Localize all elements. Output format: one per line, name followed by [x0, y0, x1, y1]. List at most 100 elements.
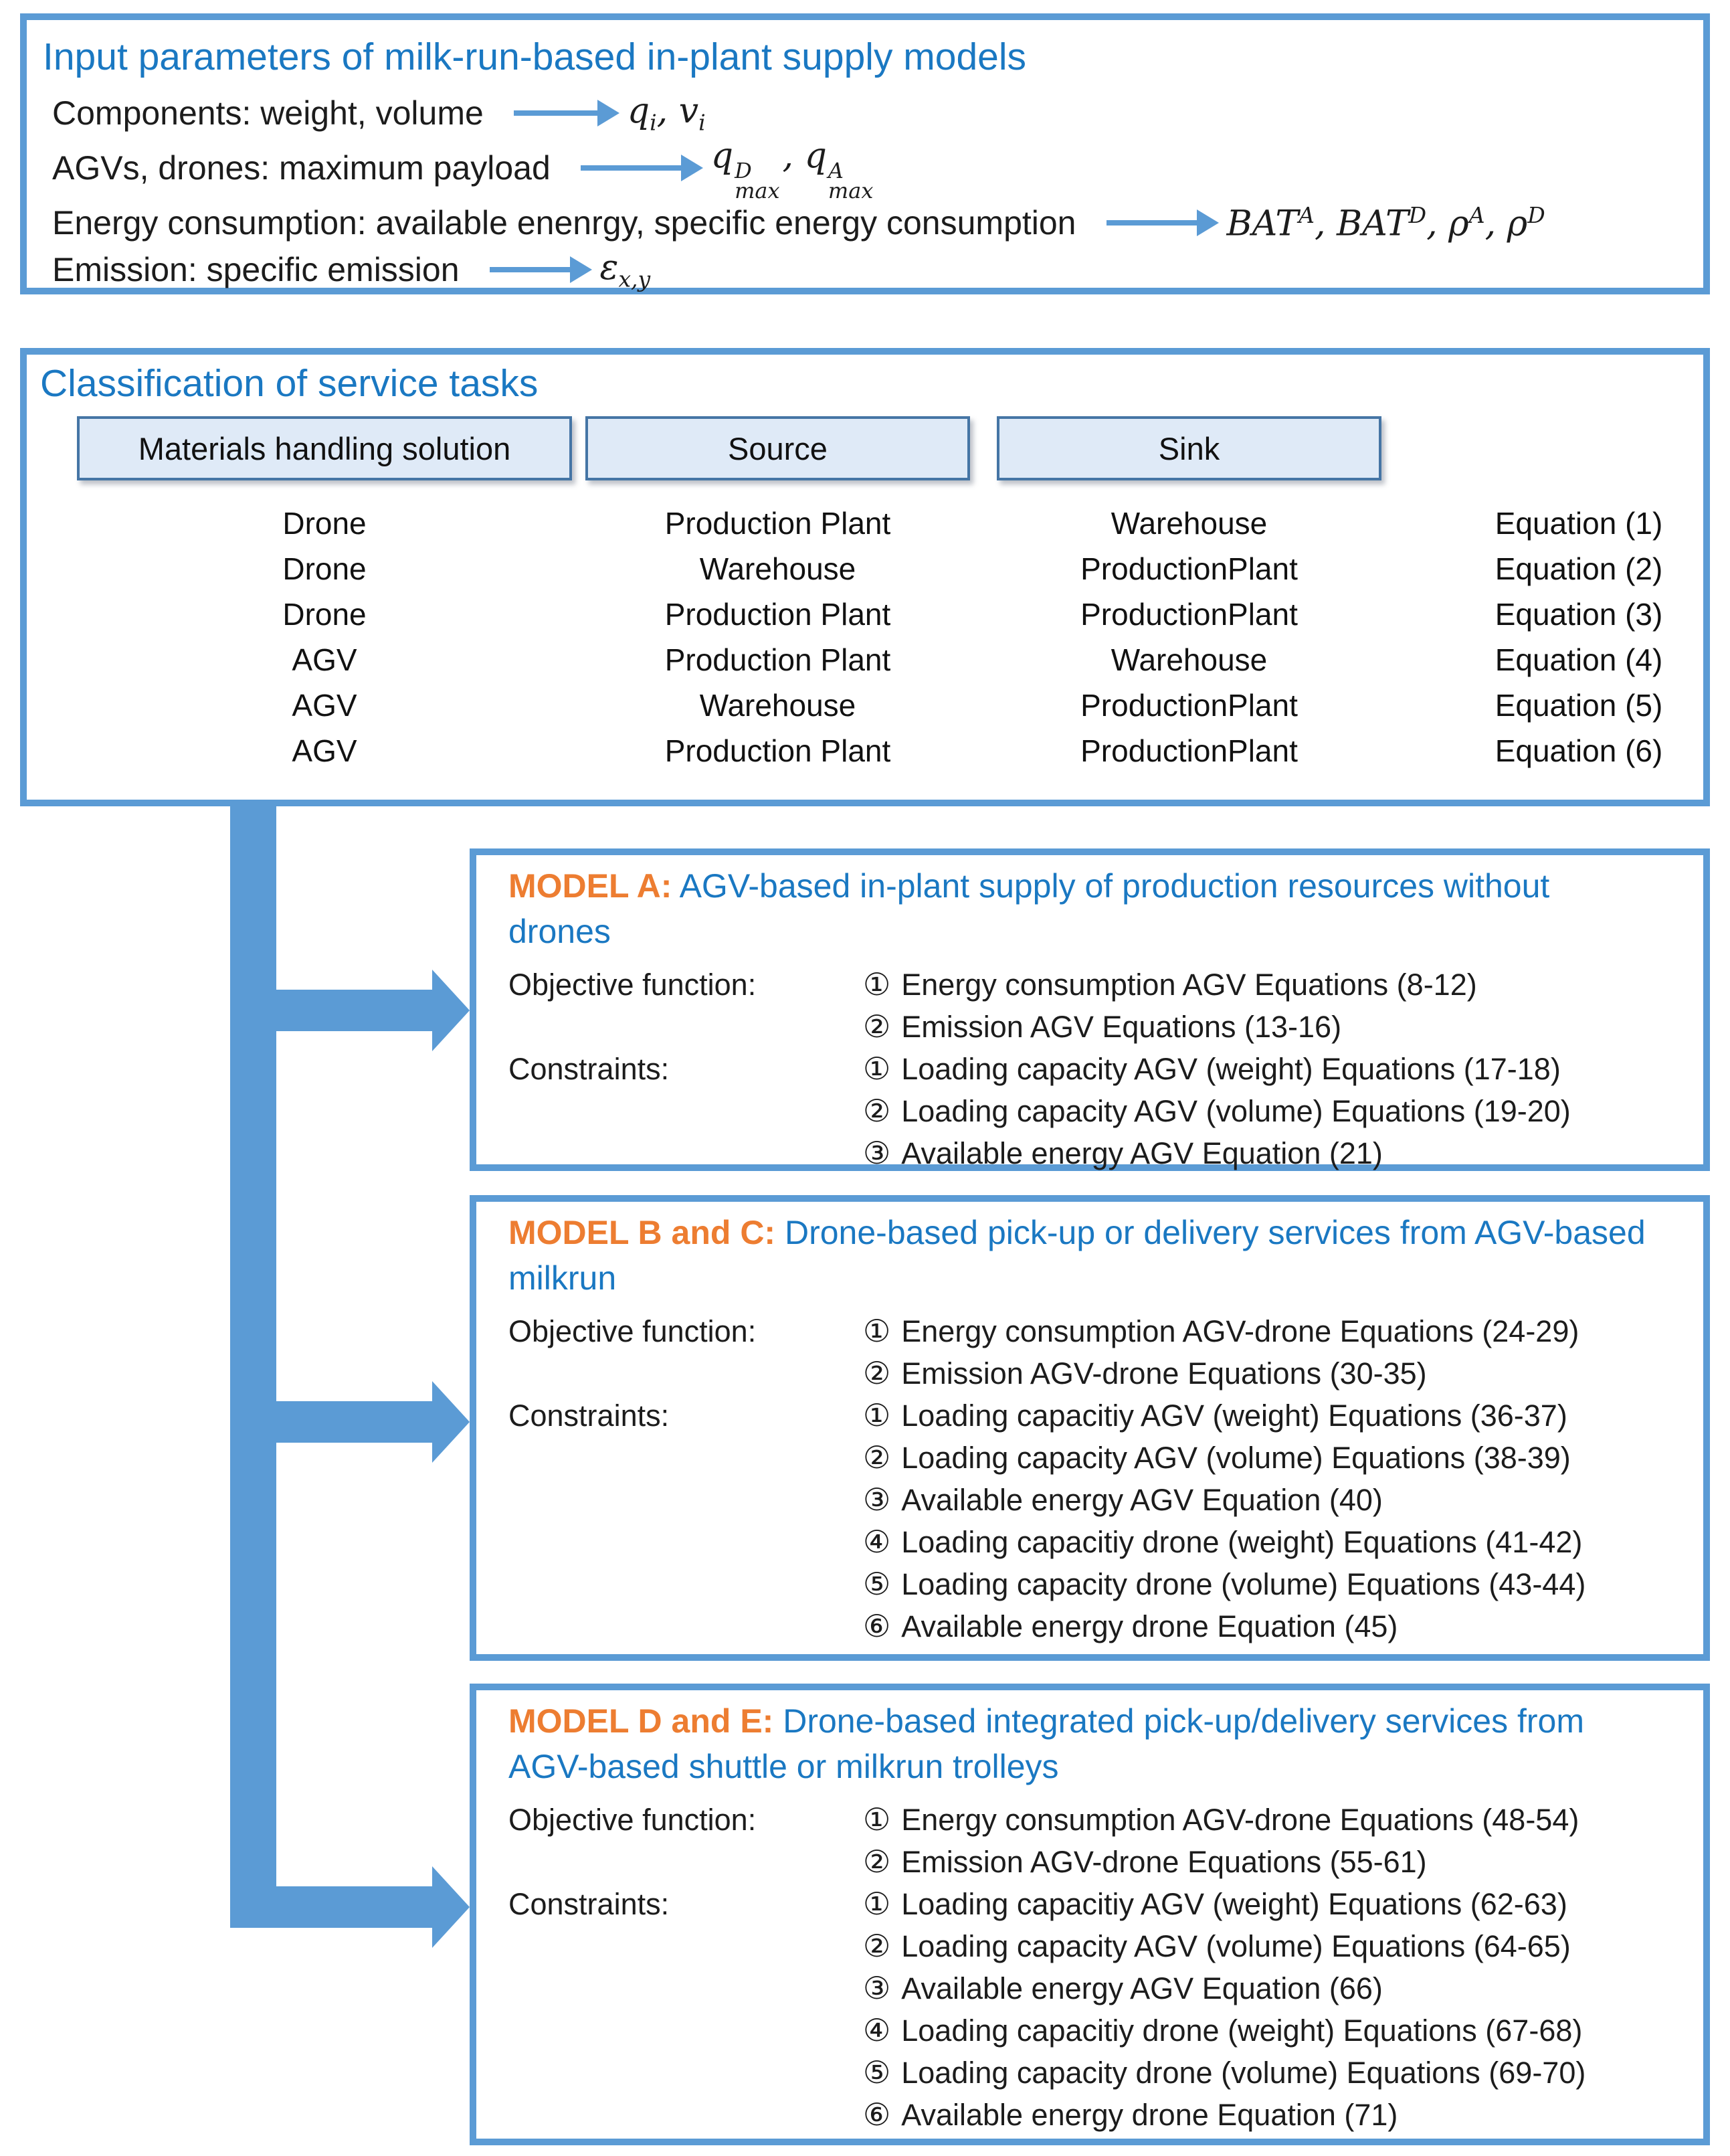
branch-arrow-model-bc-icon [276, 1401, 432, 1443]
cell-solution: AGV [292, 642, 357, 677]
cell-sink: ProductionPlant [1080, 733, 1298, 768]
circled-2-icon: ② [863, 1093, 891, 1129]
constraint-row: ⑥ Available energy drone Equation (71) [508, 2094, 1683, 2136]
circled-6-icon: ⑥ [863, 1608, 891, 1644]
objective-label: Objective function: [508, 968, 757, 1002]
objective-row: ② Emission AGV-drone Equations (30-35) [508, 1352, 1683, 1395]
cell-source: Production Plant [664, 597, 891, 632]
objective-row: ② Emission AGV-drone Equations (55-61) [508, 1841, 1683, 1883]
service-task-table: Drone Production Plant Warehouse Equatio… [77, 501, 1713, 774]
constraint-row: Constraints: ① Loading capacitiy AGV (we… [508, 1883, 1683, 1925]
cell-equation: Equation (1) [1495, 506, 1663, 541]
cell-solution: AGV [292, 733, 357, 768]
constraint-row: ⑤ Loading capacity drone (volume) Equati… [508, 2052, 1683, 2094]
model-a-description: AGV-based in-plant supply of production … [508, 867, 1550, 950]
column-header-materials-handling-solution: Materials handling solution [77, 416, 572, 480]
circled-1-icon: ① [863, 966, 891, 1002]
cell-equation: Equation (5) [1495, 688, 1663, 723]
cell-sink: ProductionPlant [1080, 688, 1298, 723]
row-label: AGVs, drones: maximum payload [52, 149, 551, 187]
circled-1-icon: ① [863, 1313, 891, 1349]
model-de-box: MODEL D and E: Drone-based integrated pi… [470, 1684, 1710, 2145]
model-de-title: MODEL D and E: Drone-based integrated pi… [508, 1698, 1646, 1789]
cell-source: Production Plant [664, 733, 891, 768]
cell-source: Warehouse [699, 551, 856, 586]
constraints-label: Constraints: [508, 1887, 670, 1921]
components-formula: qi, vi [627, 90, 706, 136]
cell-solution: Drone [282, 551, 367, 586]
circled-3-icon: ③ [863, 1481, 891, 1518]
model-a-box: MODEL A: AGV-based in-plant supply of pr… [470, 848, 1710, 1171]
model-de-description: Drone-based integrated pick-up/delivery … [508, 1702, 1584, 1785]
circled-2-icon: ② [863, 1844, 891, 1880]
connector-trunk [230, 802, 276, 1928]
constraint-row: ⑤ Loading capacity drone (volume) Equati… [508, 1563, 1683, 1605]
circled-5-icon: ⑤ [863, 2054, 891, 2090]
constraint-row: ④ Loading capacitiy drone (weight) Equat… [508, 1521, 1683, 1563]
circled-6-icon: ⑥ [863, 2096, 891, 2133]
flow-arrow-icon [513, 110, 597, 116]
cell-solution: Drone [282, 597, 367, 632]
row-label: Energy consumption: available enenrgy, s… [52, 204, 1076, 242]
model-bc-box: MODEL B and C: Drone-based pick-up or de… [470, 1195, 1710, 1661]
constraint-row: ② Loading capacity AGV (volume) Equation… [508, 1925, 1683, 1967]
objective-row: Objective function: ① Energy consumption… [508, 964, 1683, 1006]
constraint-row: Constraints: ① Loading capacity AGV (wei… [508, 1048, 1683, 1090]
circled-1-icon: ① [863, 1801, 891, 1837]
circled-4-icon: ④ [863, 2012, 891, 2048]
flow-arrow-icon [1106, 220, 1197, 226]
flow-arrow-icon [489, 267, 570, 272]
cell-sink: Warehouse [1111, 506, 1268, 541]
branch-arrow-model-de-icon [276, 1886, 432, 1928]
model-bc-description: Drone-based pick-up or delivery services… [508, 1214, 1646, 1297]
circled-2-icon: ② [863, 1439, 891, 1475]
cell-equation: Equation (3) [1495, 597, 1663, 632]
cell-sink: Warehouse [1111, 642, 1268, 677]
circled-1-icon: ① [863, 1397, 891, 1433]
circled-4-icon: ④ [863, 1524, 891, 1560]
flow-arrow-icon [580, 165, 681, 171]
input-parameters-title: Input parameters of milk-run-based in-pl… [43, 35, 1027, 78]
circled-3-icon: ③ [863, 1970, 891, 2006]
objective-label: Objective function: [508, 1314, 757, 1348]
row-label: Components: weight, volume [52, 94, 484, 132]
circled-5-icon: ⑤ [863, 1566, 891, 1602]
constraint-row: ② Loading capacity AGV (volume) Equation… [508, 1437, 1683, 1479]
objective-row: Objective function: ① Energy consumption… [508, 1799, 1683, 1841]
branch-arrow-model-a-icon [276, 990, 432, 1031]
row-label: Emission: specific emission [52, 251, 460, 288]
circled-1-icon: ① [863, 1886, 891, 1922]
energy-formula: BATA, BATD, ρA, ρD [1226, 201, 1545, 244]
model-a-name: MODEL A: [508, 867, 672, 905]
objective-label: Objective function: [508, 1803, 757, 1837]
constraint-row: Constraints: ① Loading capacitiy AGV (we… [508, 1395, 1683, 1437]
input-row-emission: Emission: specific emission εx,y [52, 247, 651, 292]
constraints-label: Constraints: [508, 1399, 670, 1433]
circled-3-icon: ③ [863, 1135, 891, 1171]
input-parameters-box [20, 13, 1710, 294]
constraint-row: ④ Loading capacitiy drone (weight) Equat… [508, 2009, 1683, 2052]
circled-2-icon: ② [863, 1355, 891, 1391]
constraint-row: ② Loading capacity AGV (volume) Equation… [508, 1090, 1683, 1132]
cell-sink: ProductionPlant [1080, 597, 1298, 632]
objective-row: ② Emission AGV Equations (13-16) [508, 1006, 1683, 1048]
column-header-sink: Sink [997, 416, 1381, 480]
cell-source: Warehouse [699, 688, 856, 723]
cell-equation: Equation (6) [1495, 733, 1663, 768]
input-row-components: Components: weight, volume qi, vi [52, 90, 706, 136]
emission-formula: εx,y [599, 247, 651, 292]
constraints-label: Constraints: [508, 1052, 670, 1086]
model-de-name: MODEL D and E: [508, 1702, 774, 1740]
constraint-row: ⑥ Available energy drone Equation (45) [508, 1605, 1683, 1647]
cell-solution: Drone [282, 506, 367, 541]
model-bc-title: MODEL B and C: Drone-based pick-up or de… [508, 1210, 1646, 1301]
constraint-row: ③ Available energy AGV Equation (40) [508, 1479, 1683, 1521]
classification-title: Classification of service tasks [40, 362, 539, 405]
cell-source: Production Plant [664, 506, 891, 541]
objective-row: Objective function: ① Energy consumption… [508, 1310, 1683, 1352]
constraint-row: ③ Available energy AGV Equation (66) [508, 1967, 1683, 2009]
cell-sink: ProductionPlant [1080, 551, 1298, 586]
